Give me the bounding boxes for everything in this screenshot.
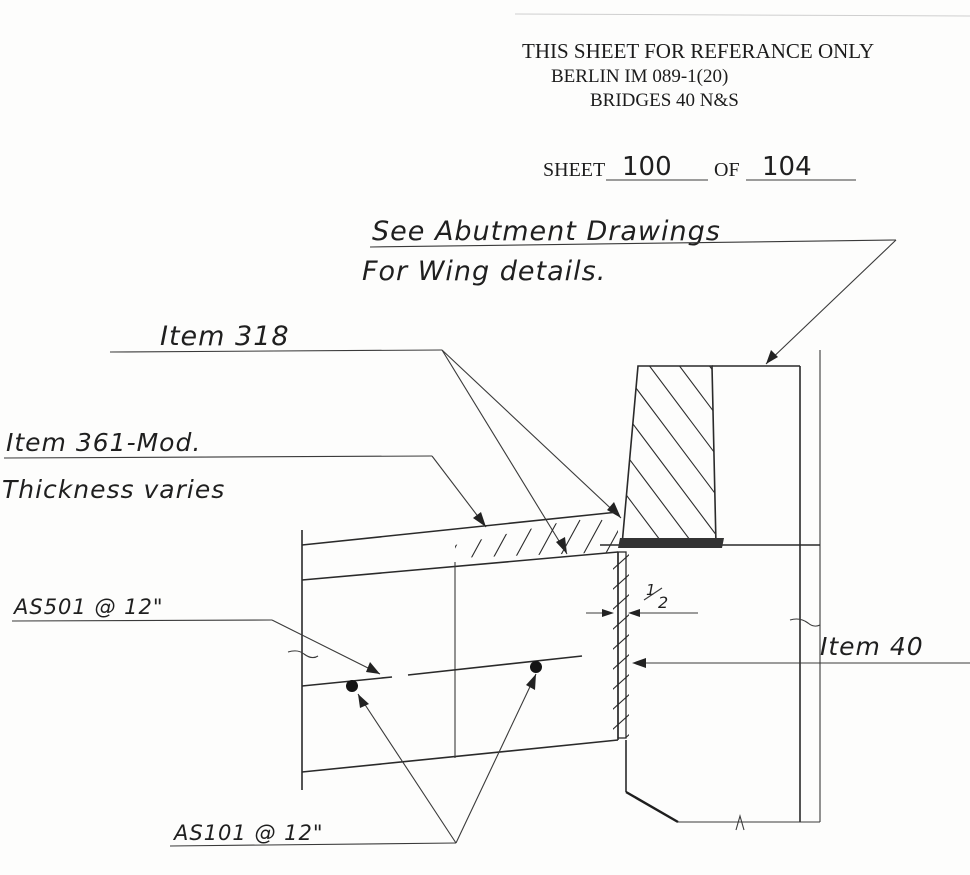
as501-underline bbox=[11, 619, 273, 622]
abutment-note-line-1: See Abutment Drawings bbox=[372, 216, 721, 247]
abutment-leader bbox=[765, 239, 897, 365]
top-border-line bbox=[514, 13, 970, 17]
as101-label: AS101 @ 12" bbox=[172, 821, 324, 845]
item-318-arrowhead-b bbox=[607, 502, 621, 518]
slab-bottom-surface bbox=[301, 739, 619, 773]
item-361-underline bbox=[3, 455, 433, 459]
item-361-label: Item 361-Mod. bbox=[6, 428, 201, 457]
slab-top-surface bbox=[301, 551, 619, 581]
wing-break-symbol bbox=[789, 618, 821, 627]
item-318-leader-b bbox=[441, 349, 622, 519]
as501-label: AS501 @ 12" bbox=[12, 595, 164, 619]
rebar-dot-right bbox=[530, 661, 542, 673]
reinforcement bbox=[301, 655, 583, 692]
footing-break-symbol bbox=[735, 813, 745, 831]
item-40-arrowhead bbox=[632, 658, 646, 668]
as101-arrowhead-b bbox=[526, 674, 536, 690]
item-318-label: Item 318 bbox=[160, 321, 290, 352]
item-40-label: Item 40 bbox=[820, 632, 924, 661]
sheet-number: 100 bbox=[622, 152, 672, 182]
as101-underline bbox=[169, 842, 457, 847]
abutment-note-line-2: For Wing details. bbox=[362, 256, 606, 287]
as101-arrowhead-a bbox=[358, 694, 369, 708]
item-361-thickness-note: Thickness varies bbox=[2, 475, 225, 504]
half-dim-numerator: 1 bbox=[646, 581, 656, 599]
half-dim-arrowhead-right bbox=[628, 609, 640, 617]
half-dim-denominator: 2 bbox=[658, 593, 668, 612]
header-line-1: THIS SHEET FOR REFERANCE ONLY bbox=[522, 39, 874, 63]
sheet-total: 104 bbox=[762, 152, 812, 182]
header-line-3: BRIDGES 40 N&S bbox=[590, 90, 739, 111]
sheet-of-label: OF bbox=[714, 159, 740, 181]
header-line-2: BERLIN IM 089-1(20) bbox=[551, 66, 728, 87]
joint-filler-strip bbox=[613, 551, 629, 739]
slab-top-overlay-surface bbox=[301, 511, 619, 546]
abutment-chamfer bbox=[625, 790, 679, 824]
slab-break-symbol bbox=[287, 650, 319, 659]
as101-leader-a bbox=[357, 693, 457, 844]
abutment-arrowhead bbox=[766, 350, 778, 364]
abutment bbox=[600, 350, 821, 831]
backwall-hatch bbox=[622, 366, 716, 545]
rebar-as501-right bbox=[407, 655, 583, 676]
rebar-as501-left bbox=[301, 676, 393, 687]
rebar-dot-left bbox=[346, 680, 358, 692]
abutment-note-underline bbox=[369, 239, 897, 248]
deck-slab bbox=[287, 511, 619, 790]
half-dim-fraction-bar bbox=[643, 587, 663, 601]
as501-arrowhead bbox=[366, 662, 380, 674]
as101-leader-b bbox=[455, 673, 537, 844]
as501-leader bbox=[271, 619, 381, 675]
bearing-pad bbox=[618, 538, 724, 548]
item-318-underline bbox=[109, 349, 443, 353]
item-361-arrowhead bbox=[473, 512, 486, 527]
sheet-label: SHEET bbox=[543, 159, 605, 181]
half-dim-arrowhead-left bbox=[602, 609, 614, 617]
